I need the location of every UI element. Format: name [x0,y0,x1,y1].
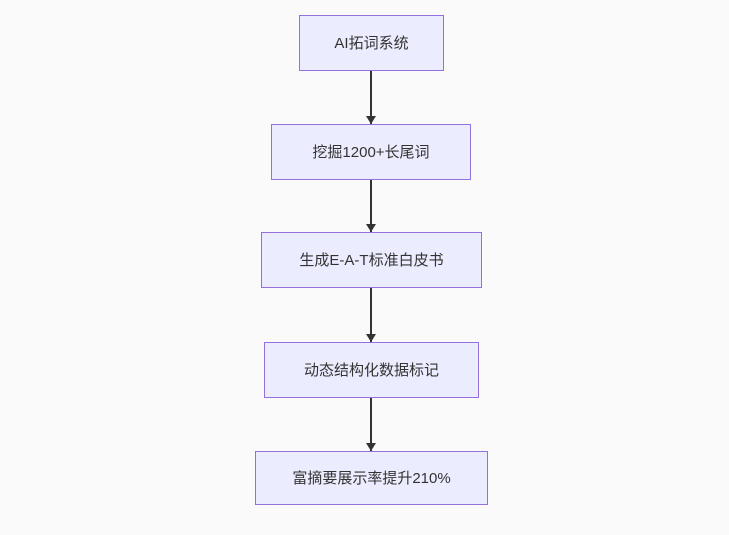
arrow-down-icon [366,288,376,342]
node-label: 动态结构化数据标记 [303,361,439,379]
node-label: AI拓词系统 [334,34,409,52]
arrow-down-icon [366,180,376,232]
flowchart-node-ai-word-system: AI拓词系统 [299,15,444,71]
flowchart-node-longtail-keywords: 挖掘1200+长尾词 [271,124,471,180]
arrow-down-icon [366,71,376,124]
flowchart-node-eat-whitepaper: 生成E-A-T标准白皮书 [261,232,482,288]
node-label: 挖掘1200+长尾词 [312,143,430,161]
node-label: 富摘要展示率提升210% [292,469,451,487]
flowchart-node-structured-data: 动态结构化数据标记 [264,342,479,398]
node-label: 生成E-A-T标准白皮书 [299,251,444,269]
arrow-down-icon [366,398,376,451]
flowchart-node-rich-snippet-result: 富摘要展示率提升210% [255,451,488,505]
